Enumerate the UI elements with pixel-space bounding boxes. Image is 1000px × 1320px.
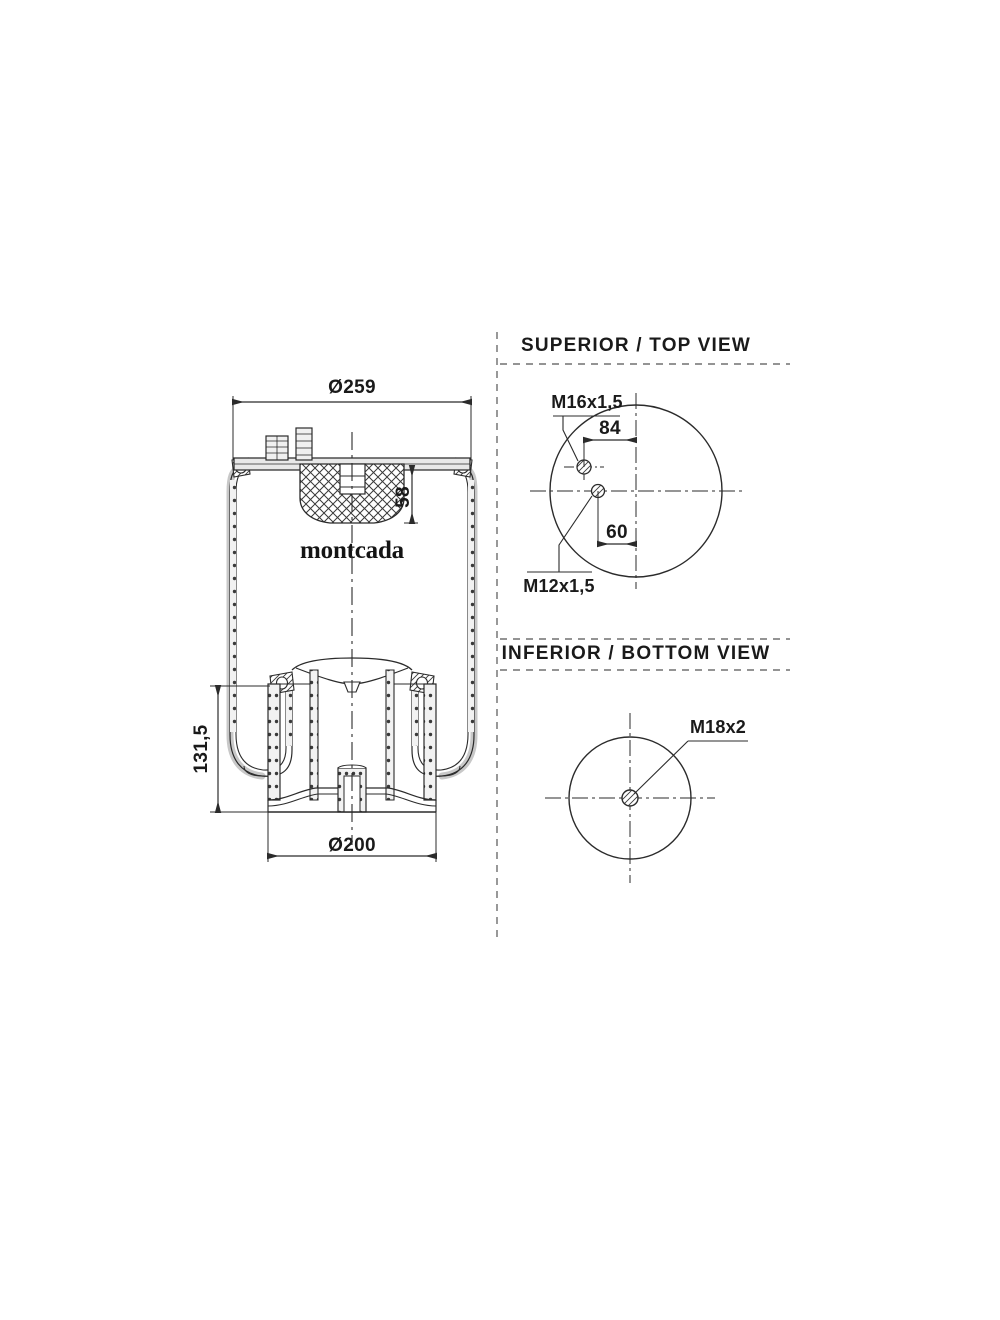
dimension-label-piston-diameter: Ø200 <box>328 835 376 856</box>
callout-m12: M12x1,5 <box>523 495 595 596</box>
dimension-label-piston-height: 131,5 <box>191 724 212 773</box>
top-threaded-studs <box>265 427 313 461</box>
dimension-84: 84 <box>583 418 637 467</box>
callout-label-m12: M12x1,5 <box>523 576 594 596</box>
piston-assembly <box>267 657 437 813</box>
dimension-piston-height: 131,5 <box>191 685 270 813</box>
callout-label-m16: M16x1,5 <box>551 392 622 412</box>
main-sectional-view: Ø259 <box>191 377 478 862</box>
dimension-label-60: 60 <box>606 522 628 543</box>
bottom-view-section: INFERIOR / BOTTOM VIEW M18x2 <box>500 638 790 883</box>
dimension-top-plate-depth: 58 <box>393 465 418 524</box>
bottom-view-title: INFERIOR / BOTTOM VIEW <box>502 643 771 664</box>
dimension-60: 60 <box>597 491 637 548</box>
stud-m16 <box>265 435 289 461</box>
top-view-title: SUPERIOR / TOP VIEW <box>521 335 751 356</box>
dimension-label-top-plate-depth: 58 <box>393 486 414 508</box>
callout-m18: M18x2 <box>633 717 748 795</box>
top-view-section: SUPERIOR / TOP VIEW M16x1,5 M12x1,5 <box>500 335 790 596</box>
callout-m16: M16x1,5 <box>551 392 623 462</box>
dimension-label-outer-diameter: Ø259 <box>328 377 376 398</box>
callout-label-m18: M18x2 <box>690 717 746 737</box>
dimension-label-84: 84 <box>599 418 621 439</box>
stud-m12 <box>295 427 313 461</box>
dimension-outer-diameter: Ø259 <box>232 377 472 462</box>
dimension-piston-diameter: Ø200 <box>267 812 437 862</box>
